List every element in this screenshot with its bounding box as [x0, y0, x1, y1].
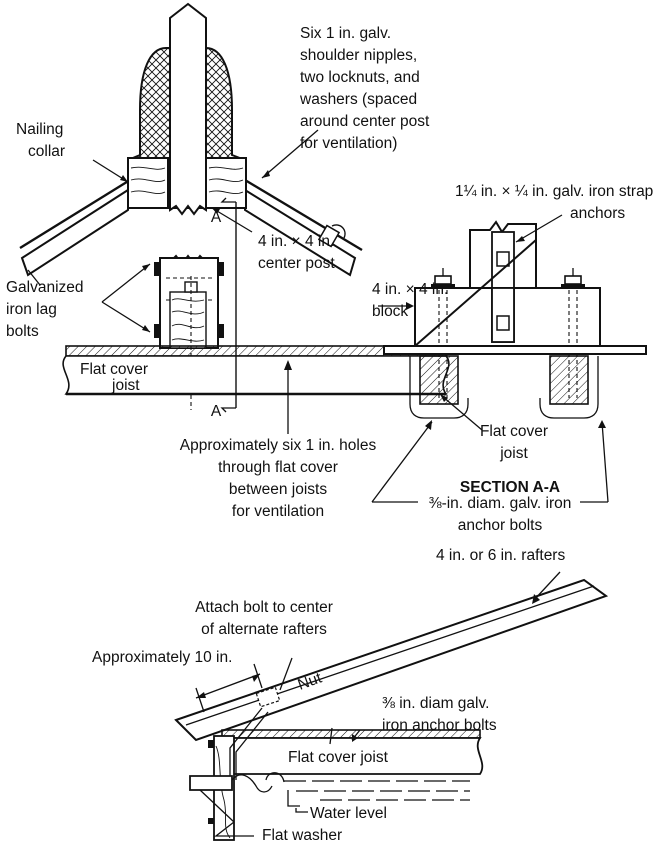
- anchor-bolts-line-1: ⅜-in. diam. galv. iron: [429, 495, 572, 512]
- vent-nipples-line-4: washers (spaced: [299, 91, 417, 108]
- anchor-bolts-line-2: anchor bolts: [458, 517, 543, 534]
- anchor-bolt-right: [539, 356, 599, 419]
- holes-line-3: between joists: [229, 481, 327, 498]
- vent-nipples-line-6: for ventilation): [300, 135, 397, 152]
- vent-nipple: [317, 224, 346, 248]
- section-view: 1¼ in. × ¼ in. galv. iron strap anchors …: [371, 183, 653, 534]
- section-joist-line-1: Flat cover: [480, 423, 548, 440]
- bolt-head-left: [431, 268, 455, 289]
- lag-bolt-bottom-left: [154, 324, 160, 338]
- rafters-label: 4 in. or 6 in. rafters: [436, 547, 565, 564]
- center-post-line-2: center post: [258, 255, 335, 272]
- nailing-collar-line-1: Nailing: [16, 121, 63, 138]
- nailing-collar-right: [205, 157, 247, 209]
- rafter-anchor-bolts-line-1: ⅜ in. diam galv.: [382, 695, 489, 712]
- section-title: SECTION A-A: [460, 479, 560, 496]
- top-view: Six 1 in. galv. shoulder nipples, two lo…: [6, 2, 450, 520]
- water-surface: [284, 780, 470, 801]
- lag-bolts-line-2: iron lag: [6, 301, 57, 318]
- vent-nipples-line-1: Six 1 in. galv.: [300, 25, 391, 42]
- nailing-collar-line-2: collar: [28, 143, 65, 160]
- lag-bolt-top-left: [154, 262, 160, 276]
- rafter-anchor-bolts-line-2: iron anchor bolts: [382, 717, 497, 734]
- attach-bolt-line-1: Attach bolt to center: [195, 599, 333, 616]
- rafter-joist: [221, 737, 484, 775]
- flat-cover-joist-top: [62, 345, 450, 396]
- rafter-view: 4 in. or 6 in. rafters Attach bolt to ce…: [92, 547, 609, 844]
- center-post-upper: [169, 2, 207, 216]
- flat-cover-joist-label-line-1: Flat cover: [80, 361, 148, 378]
- lag-bolt-bottom-right: [218, 324, 224, 338]
- holes-line-1: Approximately six 1 in. holes: [180, 437, 377, 454]
- block-line-2: block: [372, 303, 408, 320]
- block-line-1: 4 in. × 4 in.: [372, 281, 448, 298]
- anchor-bolt-left: [409, 356, 469, 419]
- center-post-line-1: 4 in. × 4 in.: [258, 233, 334, 250]
- lag-bolt-top-right: [218, 262, 224, 276]
- rafter-anchor-bolt: [229, 707, 263, 780]
- attach-bolt-line-2: of alternate rafters: [201, 621, 327, 638]
- holes-line-2: through flat cover: [218, 459, 338, 476]
- section-joist-left: [419, 355, 459, 405]
- section-mark-top: A: [211, 209, 222, 226]
- strap-anchors-line-2: anchors: [570, 205, 625, 222]
- lower-post: [154, 254, 224, 410]
- water-level-label: Water level: [310, 805, 387, 822]
- rafter: [174, 578, 609, 742]
- nailing-collar-left: [127, 157, 169, 209]
- holes-line-4: for ventilation: [232, 503, 324, 520]
- section-flat-cover: [383, 345, 647, 355]
- strap-anchors-line-1: 1¼ in. × ¼ in. galv. iron strap: [455, 183, 653, 200]
- section-joist-right: [549, 355, 589, 405]
- spacing-label: Approximately 10 in.: [92, 649, 232, 666]
- vent-nipples-line-3: two locknuts, and: [300, 69, 420, 86]
- bolt-head-right: [561, 268, 585, 289]
- section-joist-line-2: joist: [499, 445, 528, 462]
- vent-nipples-line-2: shoulder nipples,: [300, 47, 417, 64]
- left-roof-slope: [20, 188, 129, 277]
- flat-washer-label: Flat washer: [262, 827, 342, 842]
- vent-nipples-line-5: around center post: [300, 113, 430, 130]
- lag-bolts-line-3: bolts: [6, 323, 39, 340]
- section-mark-bottom: A: [211, 403, 222, 420]
- flat-cover-joist-label-line-2: joist: [111, 377, 140, 394]
- rafter-flat-cover-joist-label: Flat cover joist: [288, 749, 389, 766]
- lag-bolts-line-1: Galvanized: [6, 279, 84, 296]
